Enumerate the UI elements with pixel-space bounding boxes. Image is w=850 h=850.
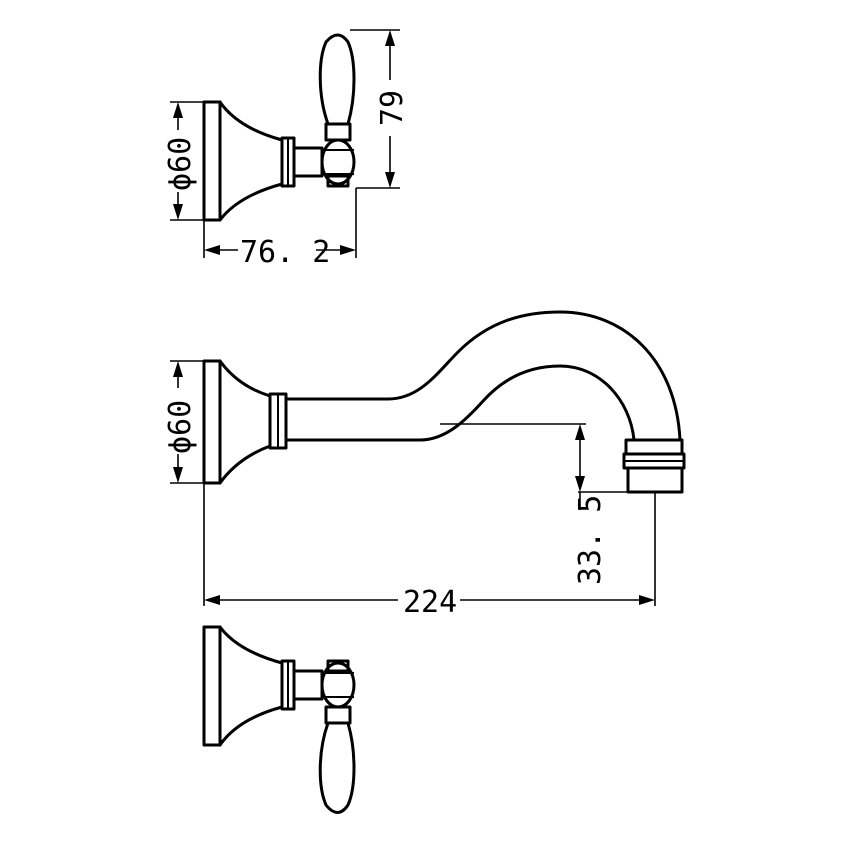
spout-outer-curve <box>284 310 682 442</box>
top-lever-collar <box>324 122 352 142</box>
bottom-handle-assembly <box>202 625 356 814</box>
top-lever <box>318 33 356 126</box>
top-bottom-cap <box>326 174 350 188</box>
top-depth-label: 76. 2 <box>240 235 330 270</box>
top-stem <box>292 146 324 178</box>
top-height-label: 79 <box>375 90 410 126</box>
spout-aerator-tip <box>626 466 684 494</box>
spout-aerator-collar <box>624 438 684 456</box>
bottom-flared-body <box>218 625 284 747</box>
spout-assembly <box>202 310 686 494</box>
top-flared-body <box>218 100 284 222</box>
top-dimensions: ϕ60 79 76. 2 <box>163 29 410 270</box>
spout-diameter-label: ϕ60 <box>163 400 198 454</box>
spout-dimensions: ϕ60 33. 5 224 <box>163 360 656 620</box>
bottom-lever-collar <box>324 705 352 725</box>
spout-outlet-height-label: 33. 5 <box>573 495 608 585</box>
bottom-lever <box>318 721 356 814</box>
bottom-wall-flange <box>202 625 222 747</box>
top-diameter-label: ϕ60 <box>163 137 198 191</box>
top-wall-flange <box>202 100 222 222</box>
spout-reach-label: 224 <box>403 585 457 620</box>
top-handle-assembly <box>202 33 356 222</box>
spout-flared-body <box>218 359 272 485</box>
bottom-stem <box>292 669 324 701</box>
spout-wall-flange <box>202 359 222 485</box>
spout-inner-curve <box>284 364 636 442</box>
